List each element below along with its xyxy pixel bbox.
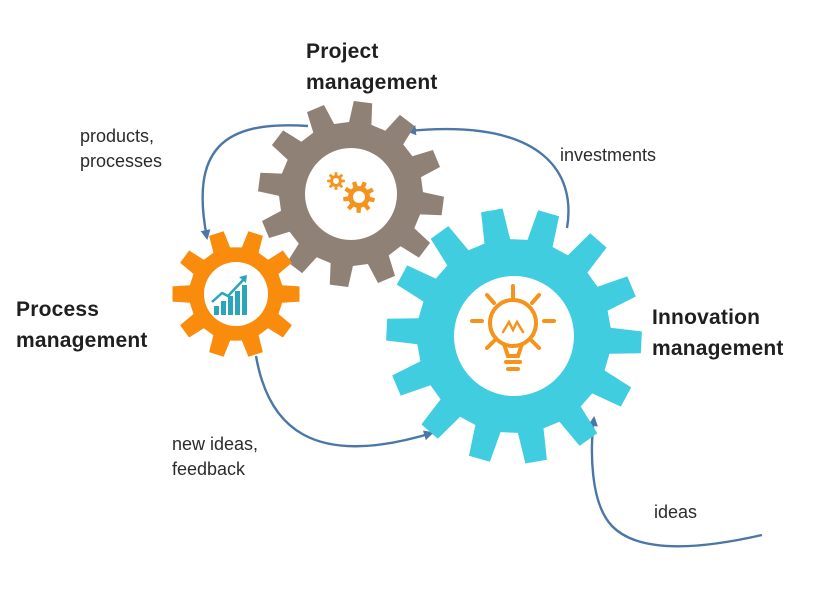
innovation-title-line2: management bbox=[652, 337, 784, 360]
project-title-line2: management bbox=[306, 71, 438, 94]
flow-label-ideas: ideas bbox=[654, 500, 697, 525]
flow-investments-line1: investments bbox=[560, 145, 657, 165]
innovation-management-gear bbox=[386, 208, 642, 464]
flow-new-ideas-line1: new ideas, bbox=[172, 434, 259, 454]
process-title-line1: Process bbox=[16, 298, 100, 321]
arrow-ideas-to-innovation bbox=[588, 416, 763, 548]
project-management-gear bbox=[258, 101, 444, 287]
arrow-process-to-innovation bbox=[254, 355, 434, 448]
flow-label-new-ideas-feedback: new ideas, feedback bbox=[172, 432, 258, 482]
arrow-innovation-to-project bbox=[406, 125, 570, 229]
process-title-line2: management bbox=[16, 329, 148, 352]
project-management-title: Project management bbox=[306, 36, 438, 98]
innovation-title-line1: Innovation bbox=[652, 306, 761, 329]
flow-new-ideas-line2: feedback bbox=[172, 459, 246, 479]
process-management-gear bbox=[172, 231, 300, 357]
rising-chart-icon bbox=[211, 275, 247, 315]
project-title-line1: Project bbox=[306, 40, 379, 63]
flow-products-line2: processes bbox=[80, 151, 163, 171]
innovation-management-title: Innovation management bbox=[652, 302, 784, 364]
process-management-title: Process management bbox=[16, 294, 148, 356]
flow-arrows bbox=[200, 124, 763, 548]
small-gears-icon bbox=[327, 172, 375, 213]
arrow-project-to-process bbox=[200, 124, 309, 240]
flow-label-products-processes: products, processes bbox=[80, 124, 162, 174]
flow-products-line1: products, bbox=[80, 126, 155, 146]
flow-ideas-line1: ideas bbox=[654, 502, 698, 522]
flow-label-investments: investments bbox=[560, 143, 656, 168]
light-bulb-icon bbox=[470, 284, 556, 371]
